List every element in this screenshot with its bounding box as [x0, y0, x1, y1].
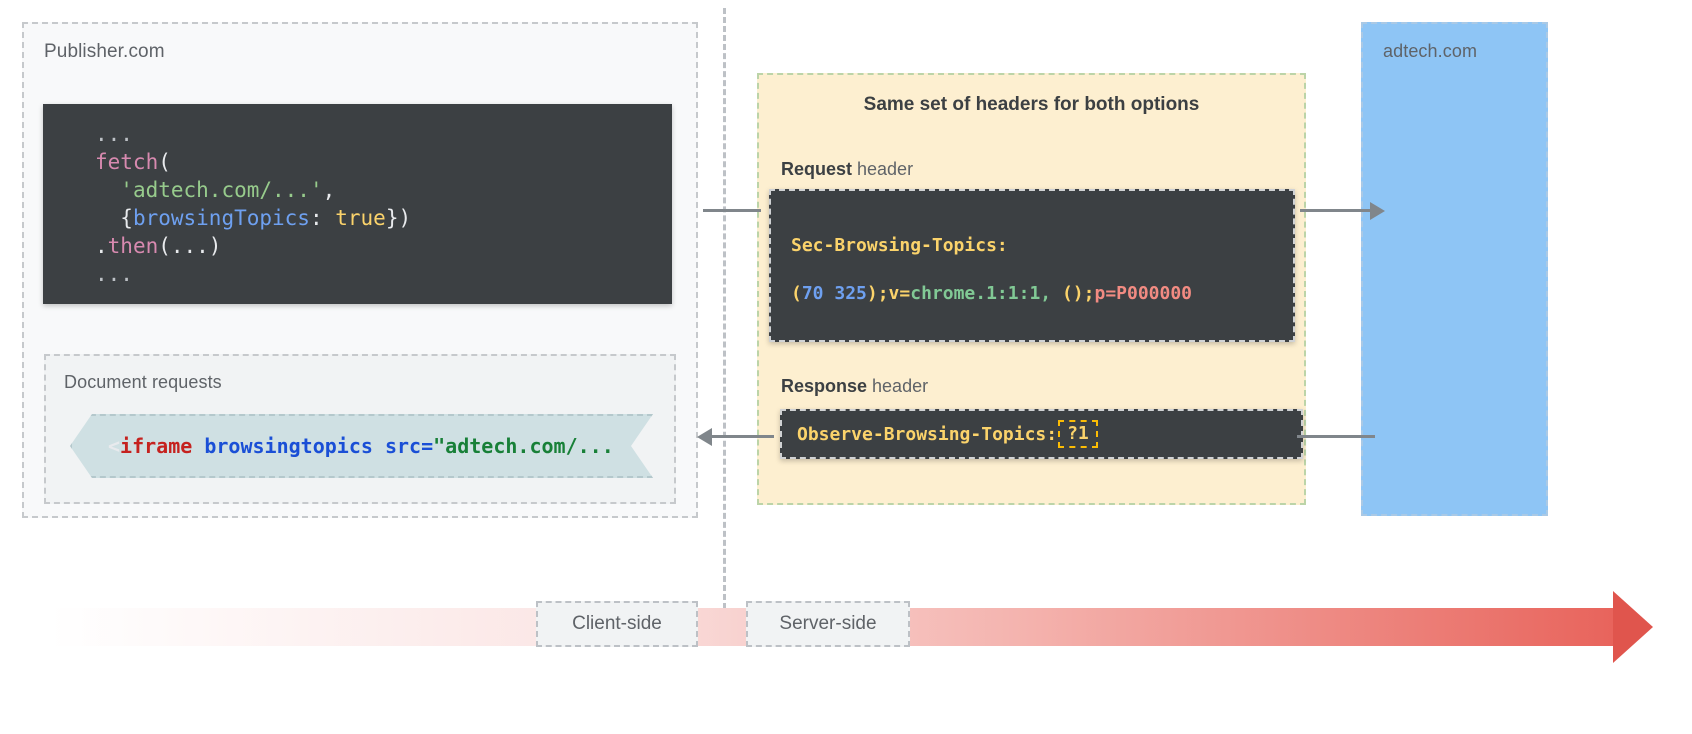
iframe-snippet-code: <iframe browsingtopics src="adtech.com/.…	[72, 434, 614, 458]
code-token-hred: p=P000000	[1094, 283, 1193, 304]
code-token-punc: })	[385, 206, 412, 230]
request-header-caption: Request header	[781, 159, 913, 180]
publisher-panel: Publisher.com ...fetch( 'adtech.com/...'…	[22, 22, 698, 518]
publisher-panel-label: Publisher.com	[44, 41, 165, 62]
code-token-punc: (...)	[158, 234, 222, 258]
response-header-caption-rest: header	[867, 376, 929, 396]
response-header-caption-bold: Response	[781, 376, 868, 396]
code-token-punc: .	[95, 234, 108, 258]
arrow-request-to-adtech-line	[1300, 209, 1372, 212]
arrow-response-to-publisher-line	[712, 435, 774, 438]
code-token-punc	[192, 434, 204, 458]
response-header-line: Observe-Browsing-Topics: ?1	[782, 420, 1098, 448]
code-line: ...	[43, 260, 672, 288]
response-header-code-box: Observe-Browsing-Topics: ?1	[780, 409, 1303, 459]
code-token-hgrn: chrome.1:1:1,	[910, 283, 1052, 304]
request-header-caption-bold: Request	[781, 159, 853, 179]
adtech-panel-label: adtech.com	[1383, 41, 1478, 61]
code-token-fn: fetch	[95, 150, 159, 174]
request-header-name: Sec-Browsing-Topics:	[791, 235, 1008, 256]
code-line: .then(...)	[43, 232, 672, 260]
code-token-punc: (	[158, 150, 171, 174]
code-line: 'adtech.com/...',	[43, 176, 672, 204]
response-header-caption: Response header	[781, 376, 928, 397]
arrow-publisher-to-request	[703, 209, 761, 212]
request-header-caption-rest: header	[852, 159, 914, 179]
code-token-dots: ...	[95, 262, 133, 286]
code-token-str: 'adtech.com/...'	[120, 178, 323, 202]
code-token-hyel: )	[866, 283, 878, 304]
arrow-adtech-to-response	[1297, 435, 1375, 438]
code-token-punc: ,	[322, 178, 336, 202]
adtech-panel: adtech.com	[1361, 22, 1548, 516]
code-token-attr: src=	[384, 434, 434, 458]
arrow-request-to-adtech-head-icon	[1370, 202, 1385, 220]
timeline-arrow-head-icon	[1613, 591, 1653, 663]
code-token-hyel: ()	[1051, 283, 1084, 304]
request-header-code-box: Sec-Browsing-Topics: (70 325);v=chrome.1…	[769, 189, 1295, 342]
client-server-divider	[723, 8, 726, 618]
code-token-fn: then	[107, 234, 159, 258]
code-line: fetch(	[43, 148, 672, 176]
code-token-hyel: (	[791, 283, 802, 304]
code-line: ...	[43, 120, 672, 148]
code-token-punc: <	[108, 434, 121, 458]
arrow-response-to-publisher-head-icon	[697, 428, 712, 446]
response-header-value-highlight: ?1	[1058, 420, 1098, 448]
fetch-code-block: ...fetch( 'adtech.com/...', {browsingTop…	[43, 104, 672, 304]
code-token-punc	[95, 178, 120, 202]
code-token-hyel: ;	[1083, 283, 1095, 304]
code-token-punc	[373, 434, 385, 458]
code-token-bool: true	[335, 206, 386, 230]
code-token-hyel: ;v=	[877, 283, 911, 304]
response-header-name: Observe-Browsing-Topics:	[797, 423, 1058, 445]
code-token-tag: iframe	[120, 434, 193, 458]
timeline-chip-client-side: Client-side	[536, 601, 698, 647]
code-token-punc: :	[309, 206, 336, 230]
code-token-dots: ...	[95, 122, 133, 146]
timeline-chip-server-side: Server-side	[746, 601, 910, 647]
iframe-snippet-chip: <iframe browsingtopics src="adtech.com/.…	[70, 414, 653, 478]
code-token-attr: browsingtopics	[204, 434, 373, 458]
document-requests-panel: Document requests <iframe browsingtopics…	[44, 354, 676, 504]
document-requests-label: Document requests	[64, 372, 222, 392]
request-header-value: (70 325);v=chrome.1:1:1, ();p=P000000	[791, 283, 1192, 304]
headers-panel: Same set of headers for both options Req…	[757, 73, 1306, 505]
code-token-punc: {	[95, 206, 133, 230]
code-token-hnum: 70 325	[801, 283, 867, 304]
code-line: {browsingTopics: true})	[43, 204, 672, 232]
headers-panel-title: Same set of headers for both options	[863, 94, 1200, 115]
code-lines: ...fetch( 'adtech.com/...', {browsingTop…	[43, 120, 672, 288]
code-token-val: "adtech.com/...	[433, 434, 614, 458]
code-token-prop: browsingTopics	[132, 206, 310, 230]
